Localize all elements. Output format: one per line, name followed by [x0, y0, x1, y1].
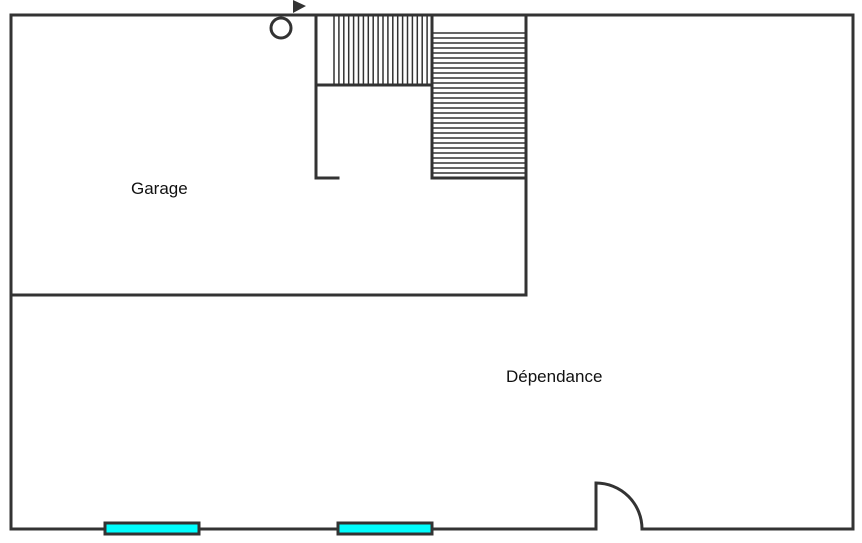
entrance-marker-icon [269, 16, 293, 40]
entrance-arrow-icon [293, 0, 306, 13]
stair-vertical-treads [333, 15, 428, 85]
garage-wall [9, 13, 528, 297]
room-label-dependance: Dépendance [506, 367, 603, 386]
room-label-garage: Garage [131, 179, 188, 198]
window-1 [103, 521, 201, 536]
door-leaf [594, 481, 644, 531]
window-2 [336, 521, 434, 536]
stair-horizontal-treads [432, 32, 526, 174]
